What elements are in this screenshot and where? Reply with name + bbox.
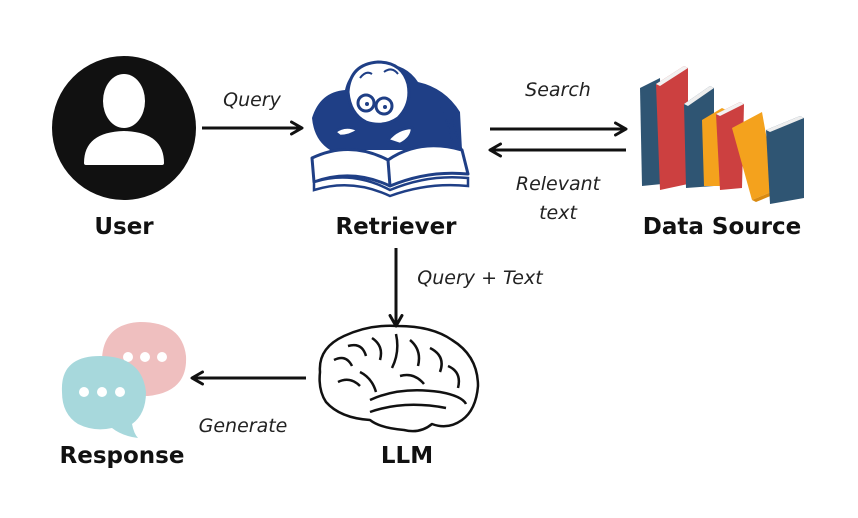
brain-icon <box>318 324 480 433</box>
reader-with-book-icon <box>310 60 470 198</box>
edge-label-search: Search <box>525 79 591 101</box>
edge-label-relevant-text-line2: text <box>539 202 577 224</box>
node-label-retriever: Retriever <box>335 214 457 240</box>
edge-label-relevant-text: Relevant text <box>516 170 600 228</box>
node-label-llm: LLM <box>380 443 434 469</box>
user-avatar-icon <box>52 56 196 200</box>
node-label-response: Response <box>59 443 185 469</box>
edge-label-relevant-text-line1: Relevant <box>515 173 601 195</box>
node-label-data-source: Data Source <box>642 214 802 240</box>
edge-label-query: Query <box>223 89 281 111</box>
chat-bubbles-icon <box>61 322 187 438</box>
edge-label-query-text: Query + Text <box>417 267 543 289</box>
edge-label-generate: Generate <box>198 415 288 437</box>
node-label-user: User <box>94 214 154 240</box>
books-icon <box>640 66 804 204</box>
